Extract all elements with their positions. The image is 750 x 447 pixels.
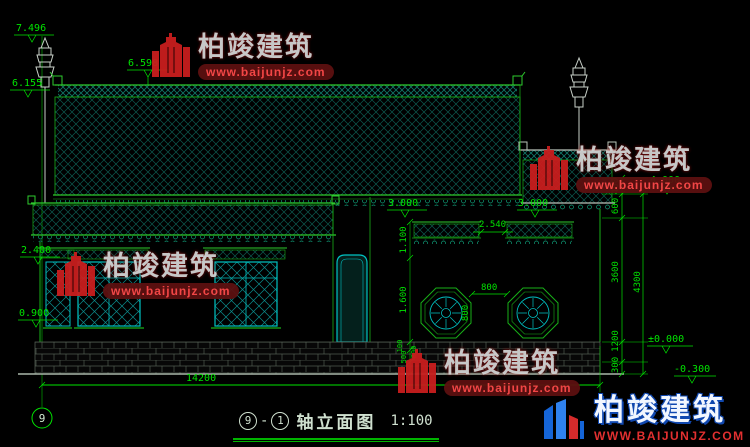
drawing-title: 9 - 1 轴立面图 1:100	[233, 408, 439, 442]
dim-canopy-gap: 2.540	[479, 220, 506, 230]
wall-lines	[39, 197, 371, 342]
title-text: 轴立面图	[296, 413, 377, 432]
dim-v3: 100	[396, 340, 404, 353]
watermark-logo-icon	[396, 349, 438, 395]
watermark-url: www.baijunjz.com	[198, 64, 334, 81]
left-roof-finial	[35, 37, 55, 203]
title-scale: 1:100	[390, 412, 433, 429]
dim-v2: 1.600	[399, 286, 409, 313]
watermark-logo-icon	[150, 33, 192, 79]
site-logo: 柏竣建筑 WWW.BAIJUNJZ.COM	[540, 396, 745, 443]
dim-v1: 1.100	[399, 226, 409, 253]
watermark-logo-icon	[528, 146, 570, 192]
site-logo-url: WWW.BAIJUNJZ.COM	[594, 429, 745, 443]
watermark-url: www.baijunjz.com	[444, 380, 580, 397]
watermark-top: 柏竣建筑 www.baijunjz.com	[150, 32, 334, 81]
dim-right-total: 4300	[633, 271, 643, 293]
main-roof	[49, 71, 526, 206]
level-ridge-end: 6.155	[12, 78, 42, 89]
watermark-url: www.baijunjz.com	[576, 177, 712, 194]
dim-total-width: 14200	[186, 373, 216, 384]
dim-right-1200: 1200	[611, 330, 621, 352]
watermark-right: 柏竣建筑 www.baijunjz.com	[528, 145, 712, 194]
watermark-url: www.baijunjz.com	[103, 283, 239, 300]
watermark-brand: 柏竣建筑	[198, 32, 314, 62]
site-logo-icon	[540, 397, 586, 443]
axis-bubble-label: 9	[39, 412, 46, 425]
watermark-logo-icon	[55, 252, 97, 298]
right-roof-finial	[569, 57, 589, 150]
level-canopy-left: 3.000	[388, 198, 418, 209]
lower-left-roof	[27, 195, 340, 242]
level-sill-left: 0.900	[19, 308, 49, 319]
dim-right-300: 300	[611, 357, 621, 373]
title-axis-to: 1	[271, 411, 290, 430]
dim-octagon-gap: 800	[481, 283, 497, 293]
octagon-window-right	[507, 287, 559, 339]
watermark-left: 柏竣建筑 www.baijunjz.com	[55, 251, 239, 300]
watermark-brand: 柏竣建筑	[103, 251, 219, 281]
right-wing-roof	[518, 85, 617, 342]
dim-v5: 800	[410, 346, 418, 359]
level-ridge: 6.598	[128, 58, 158, 69]
entrance-door	[328, 254, 376, 351]
level-spire-top: 7.496	[16, 23, 46, 34]
watermark-brand: 柏竣建筑	[576, 145, 692, 175]
level-eave-left: 2.400	[21, 245, 51, 256]
title-separator: -	[260, 412, 269, 429]
site-logo-brand: 柏竣建筑	[594, 394, 726, 427]
level-ground: -0.300	[674, 364, 710, 375]
dim-v4: 500	[400, 351, 408, 364]
dim-right-3600: 3600	[611, 261, 621, 283]
dim-octagon-size: 800	[461, 305, 471, 321]
level-floor: ±0.000	[648, 334, 684, 345]
canopy-octagon-right	[504, 221, 575, 245]
level-canopy-right: 3.000	[518, 198, 548, 209]
title-axis-from: 9	[239, 411, 257, 430]
watermark-bottom: 柏竣建筑 www.baijunjz.com	[396, 348, 580, 397]
dim-right-600: 600	[611, 198, 621, 214]
canopy-octagon-left	[411, 221, 482, 245]
watermark-brand: 柏竣建筑	[444, 348, 560, 378]
